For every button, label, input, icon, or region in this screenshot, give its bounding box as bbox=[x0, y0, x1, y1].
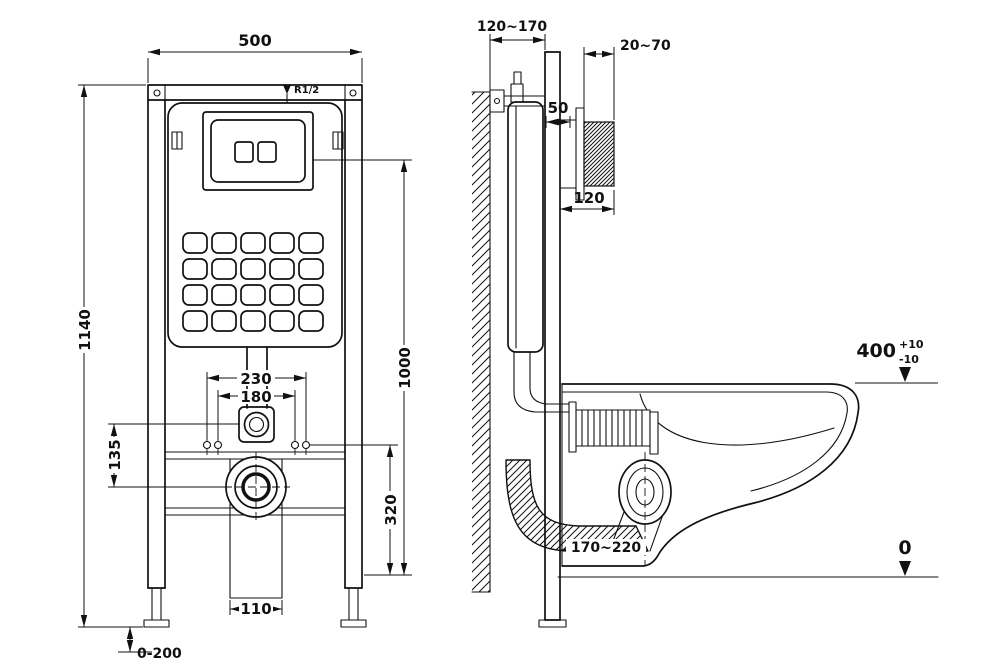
flush-pipe-side bbox=[513, 351, 570, 413]
water-inlet: R1/2 bbox=[283, 85, 319, 104]
inlet-fitting bbox=[238, 406, 275, 443]
flush-button-small bbox=[234, 141, 254, 163]
datum-rim-height-text: 400 bbox=[856, 340, 896, 362]
cistern-body bbox=[167, 102, 343, 348]
side-clip-right bbox=[332, 131, 344, 150]
dim-drain-offset: 170~220 bbox=[560, 539, 646, 556]
drain-outlet-front bbox=[224, 452, 290, 524]
dim-plate-offset: 120 bbox=[560, 189, 615, 215]
dim-outlet-width-text: 110 bbox=[240, 600, 271, 618]
dim-outlet-width: 110 bbox=[229, 600, 283, 618]
wall-bracket bbox=[489, 89, 546, 113]
plate-spacer-block bbox=[583, 121, 615, 187]
mounting-holes bbox=[202, 435, 311, 455]
plate-panel bbox=[575, 107, 585, 201]
crossbar-hole-right bbox=[349, 89, 357, 97]
dim-plate-height-text: 1000 bbox=[396, 347, 414, 389]
cistern-side bbox=[507, 71, 544, 353]
flush-plate-side bbox=[559, 107, 615, 201]
drain-elbow bbox=[505, 459, 649, 552]
dim-inlet-offset-text: 135 bbox=[106, 439, 124, 470]
dim-frame-height-text: 1140 bbox=[76, 309, 94, 351]
dim-drain-offset-text: 170~220 bbox=[571, 540, 641, 556]
side-clip-left bbox=[171, 131, 183, 150]
dim-drain-height-text: 320 bbox=[382, 494, 400, 525]
dim-gap: 50 bbox=[545, 99, 571, 128]
front-dimensions: 500 1140 1000 bbox=[75, 31, 414, 662]
dim-plate-height: 1000 bbox=[313, 159, 414, 576]
dim-foot-adjustment: 0-200 bbox=[118, 626, 182, 662]
dim-bracket-spacing-text: 230 bbox=[240, 370, 271, 388]
frame-top-crossbar bbox=[147, 84, 363, 101]
dim-frame-depth: 120~170 bbox=[477, 19, 547, 90]
adjustable-foot-left bbox=[143, 587, 170, 628]
crossbar-hole-left bbox=[153, 89, 161, 97]
flush-button-large bbox=[257, 141, 277, 163]
adjustable-foot-right bbox=[340, 587, 367, 628]
mounting-frame bbox=[143, 84, 367, 628]
dim-bolt-spacing-text: 180 bbox=[240, 388, 271, 406]
dim-inlet-offset: 135 bbox=[105, 423, 239, 488]
dim-plate-spacer: 20~70 bbox=[583, 38, 671, 120]
dim-gap-text: 50 bbox=[548, 99, 569, 117]
bowl-connection-set bbox=[568, 401, 659, 455]
fill-valve bbox=[510, 83, 524, 103]
front-view: R1/2 bbox=[75, 31, 414, 662]
dim-bolt-spacing: 180 bbox=[217, 388, 296, 440]
dim-plate-spacer-text: 20~70 bbox=[620, 38, 671, 54]
dim-frame-height: 1140 bbox=[75, 84, 146, 628]
datum-floor-triangle-icon bbox=[899, 561, 911, 576]
cistern-grid-pattern bbox=[182, 232, 324, 332]
dim-front-width: 500 bbox=[147, 31, 363, 83]
dim-foot-adjustment-text: 0-200 bbox=[137, 646, 182, 662]
dim-drain-height: 320 bbox=[310, 444, 400, 575]
side-dimensions: 120~170 20~70 50 120 bbox=[477, 19, 938, 576]
wall-section bbox=[471, 91, 491, 593]
dim-frame-depth-text: 120~170 bbox=[477, 19, 547, 35]
frame-side-foot bbox=[538, 619, 567, 628]
datum-triangle-icon bbox=[899, 367, 911, 382]
wall-hatch bbox=[472, 92, 490, 592]
frame-side-rail bbox=[538, 51, 567, 628]
access-shaft bbox=[202, 111, 314, 191]
side-view: 120~170 20~70 50 120 bbox=[471, 19, 939, 628]
inlet-marker-icon bbox=[283, 85, 291, 94]
dim-front-width-text: 500 bbox=[238, 31, 271, 50]
datum-floor: 0 bbox=[898, 537, 912, 576]
water-inlet-thread-label: R1/2 bbox=[294, 85, 319, 96]
datum-floor-text: 0 bbox=[898, 537, 911, 559]
dim-plate-offset-text: 120 bbox=[573, 189, 604, 207]
outlet-coupling bbox=[609, 452, 672, 566]
datum-rim-height: 400 +10 -10 bbox=[855, 338, 938, 384]
dim-bracket-spacing: 230 bbox=[206, 370, 307, 440]
plate-frame bbox=[210, 119, 306, 183]
datum-rim-tol-plus-text: +10 bbox=[899, 338, 924, 351]
cistern bbox=[167, 102, 344, 348]
flush-plate-front bbox=[202, 111, 314, 191]
datum-rim-tol-minus-text: -10 bbox=[899, 353, 919, 366]
